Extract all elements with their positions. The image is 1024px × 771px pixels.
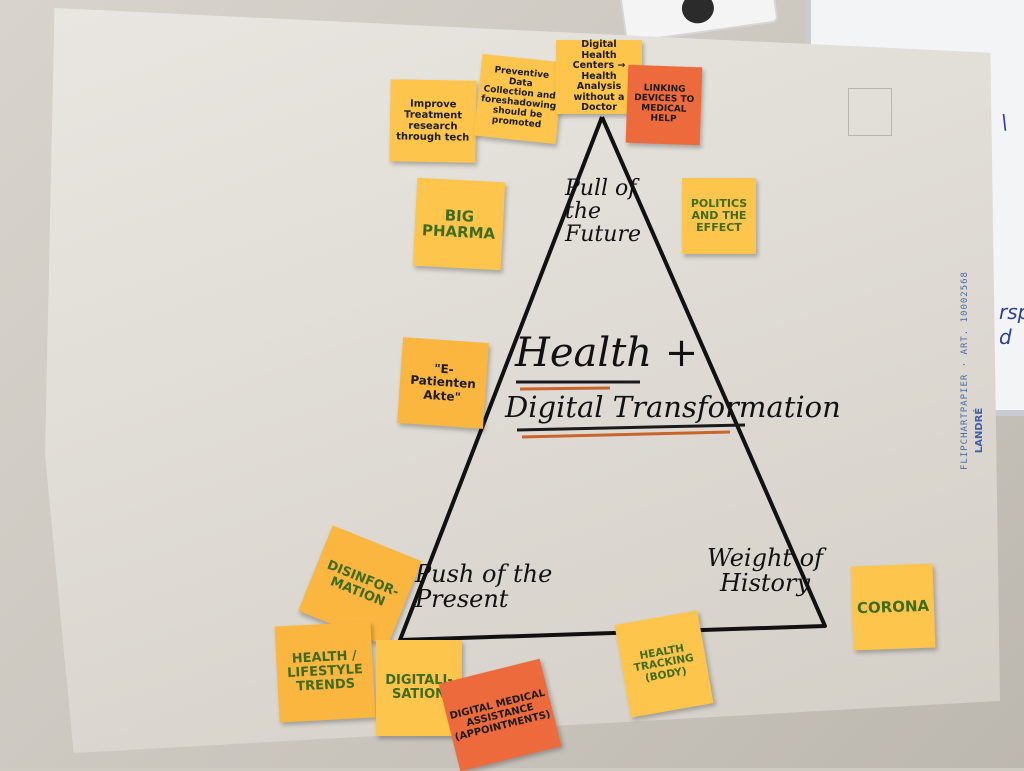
sticky-note-big-pharma: BIG PHARMA — [412, 177, 506, 271]
whiteboard-mark: rsp — [999, 300, 1024, 324]
title-underline-2-orange — [521, 430, 731, 439]
paper-corner-mark — [848, 88, 892, 136]
whiteboard-mark: d — [999, 325, 1012, 349]
title-underline-1-orange — [519, 386, 611, 391]
center-title-line1: Health + — [515, 330, 699, 376]
sticky-note-health-tracking: HEALTH TRACKING (BODY) — [614, 610, 714, 718]
triangle-left-label: Push of the Present — [415, 560, 553, 614]
sticky-note-preventive-data: Preventive Data Collection and foreshado… — [473, 53, 565, 145]
sticky-note-improve-treatment: Improve Treatment research through tech — [389, 79, 477, 163]
triangle-outline — [398, 116, 827, 642]
sticky-note-politics: POLITICS AND THE EFFECT — [682, 178, 756, 254]
sticky-note-corona: CORONA — [850, 563, 936, 651]
whiteboard-mark: \ — [1001, 110, 1008, 134]
sticky-note-digital-health-centers: Digital Health Centers → Health Analysis… — [556, 40, 642, 114]
sticky-note-e-patienten-akte: "E-Patienten Akte" — [397, 337, 489, 429]
sticky-note-health-lifestyle: HEALTH / LIFESTYLE TRENDS — [274, 621, 376, 723]
center-title-line2: Digital Transformation — [505, 390, 841, 424]
triangle-right-label: Weight of History — [706, 544, 823, 598]
triangle-top-label: Pull of the Future — [565, 176, 641, 248]
sticky-note-linking-devices: LINKING DEVICES TO MEDICAL HELP — [625, 64, 703, 146]
title-underline-2 — [516, 423, 746, 432]
